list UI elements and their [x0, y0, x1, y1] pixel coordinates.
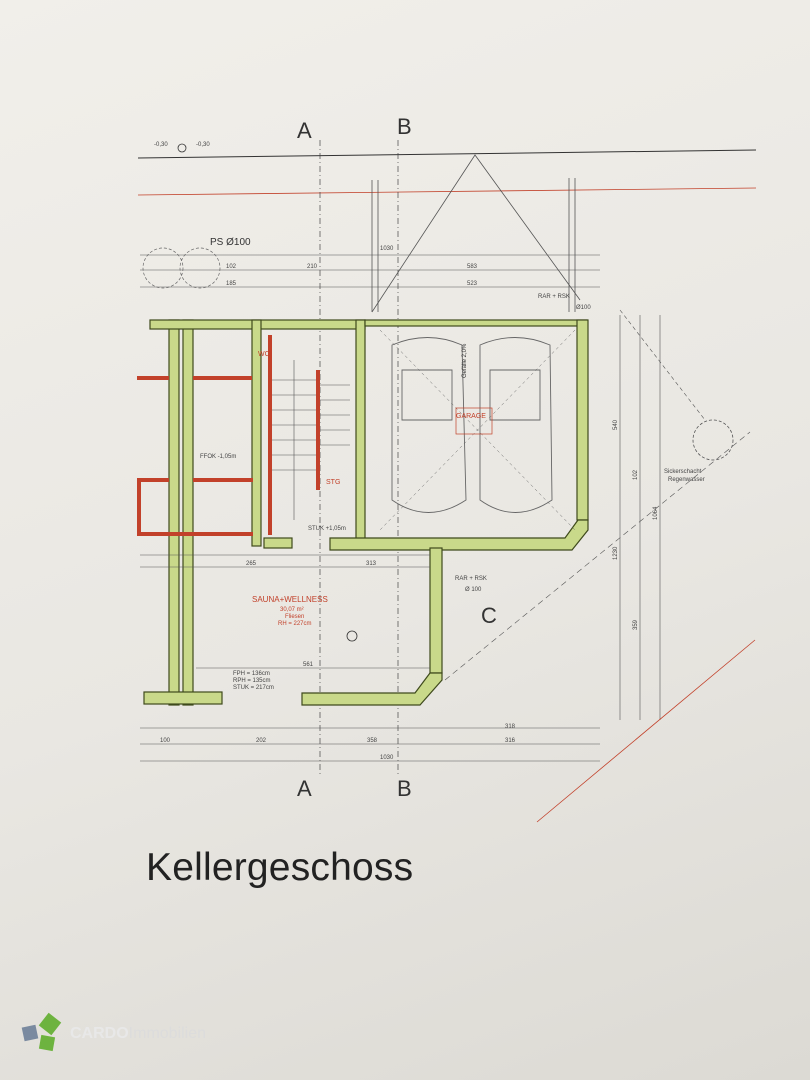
- dim-right-1230: 1230: [613, 546, 619, 560]
- fph-label: FPH = 136cm: [233, 671, 270, 677]
- stuk-bottom-label: STUK = 217cm: [233, 685, 274, 691]
- section-a-bottom: A: [297, 776, 312, 801]
- rar-bottom-dia: Ø 100: [465, 587, 482, 593]
- sauna-floor: Fliesen: [285, 614, 304, 620]
- dim-top-185: 185: [226, 281, 237, 287]
- staircase: [272, 360, 350, 520]
- section-c-label: C: [481, 603, 497, 628]
- garage-label: GARAGE: [456, 413, 486, 420]
- sauna-area: 30,07 m²: [280, 607, 304, 613]
- car-icon-2: [479, 337, 553, 513]
- property-line: [137, 187, 757, 196]
- dim-top-1030: 1030: [380, 246, 394, 252]
- section-b-top: B: [397, 114, 412, 139]
- company-logo: CARDOImmobilien: [20, 1012, 206, 1056]
- dim-top-583: 583: [467, 264, 478, 270]
- pump-shaft-icon: [142, 247, 184, 289]
- rar-bottom-label: RAR + RSK: [455, 576, 487, 582]
- ffok-label: FFOK -1,05m: [200, 454, 236, 460]
- interior-partitions: [137, 335, 320, 536]
- dim-bot-1030: 1030: [380, 755, 394, 761]
- dim-bot-202: 202: [256, 738, 267, 744]
- soakaway-icon: [692, 419, 734, 461]
- sauna-label: SAUNA+WELLNESS: [252, 595, 328, 604]
- dim-right-359: 359: [633, 619, 639, 630]
- dim-bot-318: 318: [505, 724, 516, 730]
- logo-suffix: Immobilien: [128, 1025, 207, 1042]
- section-b-bottom: B: [397, 776, 412, 801]
- wc-label: WC: [258, 351, 270, 358]
- pump-shaft-icon-2: [179, 247, 221, 289]
- ref-line-top: [137, 149, 757, 159]
- gradient-label: Gefälle 2,0%: [462, 343, 468, 378]
- stuk-label: STUK +1,05m: [308, 526, 346, 532]
- level-right: -0,30: [196, 142, 210, 148]
- level-marker-icon-2: [346, 630, 358, 642]
- level-left: -0,30: [154, 142, 168, 148]
- sauna-height: RH = 227cm: [278, 621, 312, 627]
- dim-right-540: 540: [613, 419, 619, 430]
- car-icon: [391, 337, 467, 513]
- section-a-top: A: [297, 118, 312, 143]
- regen-label: Regenwasser: [668, 477, 705, 483]
- dim-top-210: 210: [307, 264, 318, 270]
- rar-top-label: RAR + RSK: [538, 294, 570, 300]
- sicker-label: Sickerschacht: [664, 469, 702, 475]
- property-line-diagonal: [536, 639, 756, 823]
- rar-top-dia: Ø100: [576, 305, 591, 311]
- garage-cars: [379, 329, 576, 531]
- dim-313: 313: [366, 561, 377, 567]
- dim-right-102: 102: [633, 469, 639, 480]
- stair-label: STG: [326, 479, 340, 486]
- dim-bot-316: 316: [505, 738, 516, 744]
- dim-top-102: 102: [226, 264, 237, 270]
- logo-text: CARDOImmobilien: [70, 1025, 206, 1043]
- driveway-ramp: [371, 154, 581, 313]
- walls: [143, 319, 589, 706]
- logo-brand: CARDO: [70, 1025, 129, 1042]
- dim-bot-358: 358: [367, 738, 378, 744]
- page-title: Kellergeschoss: [146, 846, 414, 889]
- dim-265: 265: [246, 561, 257, 567]
- dim-bot-100: 100: [160, 738, 171, 744]
- rph-label: RPH = 135cm: [233, 678, 271, 684]
- level-marker-icon: [177, 143, 187, 153]
- dim-top-523: 523: [467, 281, 478, 287]
- ps-label: PS Ø100: [210, 237, 251, 248]
- dim-right-1064: 1064: [653, 506, 659, 520]
- logo-icon: [20, 1012, 64, 1056]
- dim-561: 561: [303, 662, 314, 668]
